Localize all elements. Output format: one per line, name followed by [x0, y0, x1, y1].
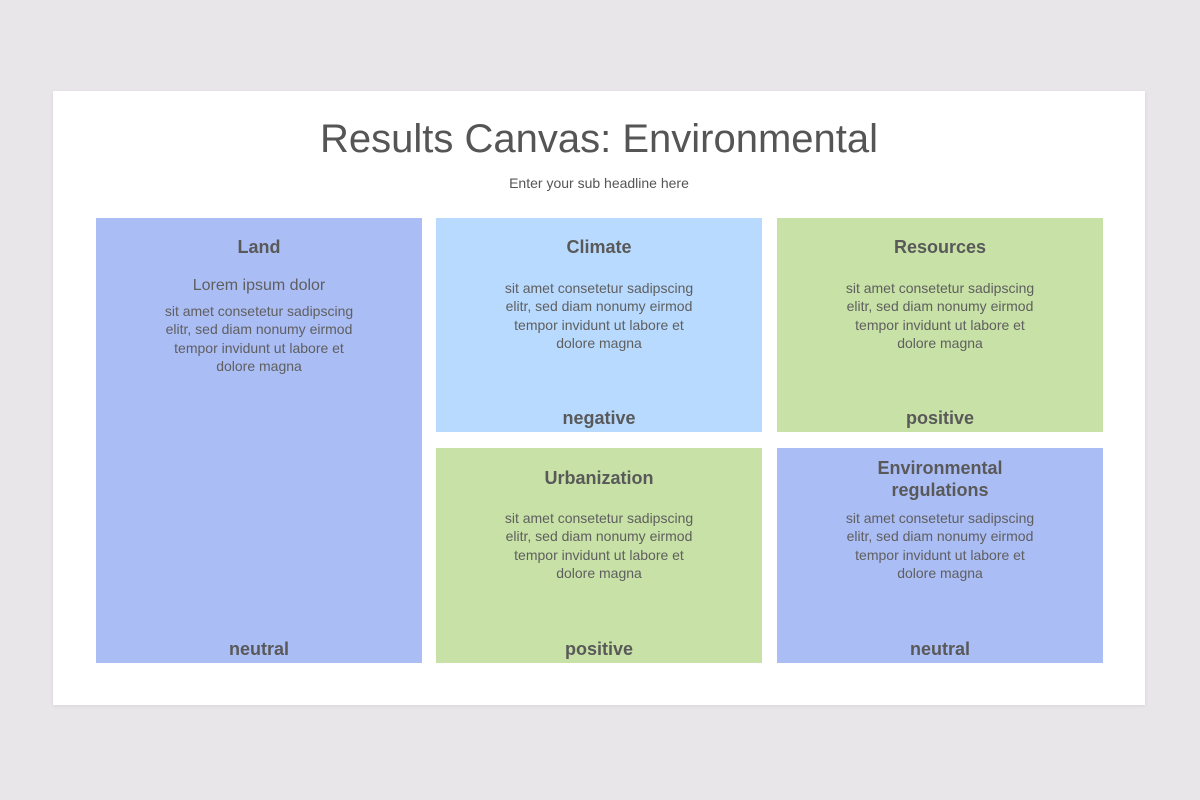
card-status: neutral — [909, 639, 970, 659]
card-status: neutral — [228, 639, 289, 659]
card-body: sit amet consetetur sadipscing elitr, se… — [845, 280, 1035, 351]
card-urbanization: Urbanization sit amet consetetur sadipsc… — [436, 448, 762, 663]
card-climate: Climate sit amet consetetur sadipscing e… — [436, 218, 762, 432]
card-body: sit amet consetetur sadipscing elitr, se… — [504, 280, 694, 351]
card-title: Land — [237, 237, 281, 257]
card-title: Environmental regulations — [877, 458, 1003, 500]
slide-title: Results Canvas: Environmental — [319, 117, 879, 161]
card-title: Resources — [893, 237, 987, 257]
card-body: sit amet consetetur sadipscing elitr, se… — [504, 510, 694, 581]
slide: Results Canvas: Environmental Enter your… — [53, 91, 1145, 705]
card-land: Land Lorem ipsum dolor sit amet consetet… — [96, 218, 422, 663]
card-title: Urbanization — [544, 468, 654, 488]
card-body: sit amet consetetur sadipscing elitr, se… — [164, 303, 354, 374]
card-resources: Resources sit amet consetetur sadipscing… — [777, 218, 1103, 432]
card-status: negative — [562, 408, 636, 428]
card-environmental-regulations: Environmental regulations sit amet conse… — [777, 448, 1103, 663]
card-body: sit amet consetetur sadipscing elitr, se… — [845, 510, 1035, 581]
slide-subtitle: Enter your sub headline here — [509, 175, 689, 191]
card-title: Climate — [566, 237, 632, 257]
card-lead: Lorem ipsum dolor — [192, 277, 326, 294]
card-status: positive — [905, 408, 975, 428]
card-status: positive — [564, 639, 634, 659]
